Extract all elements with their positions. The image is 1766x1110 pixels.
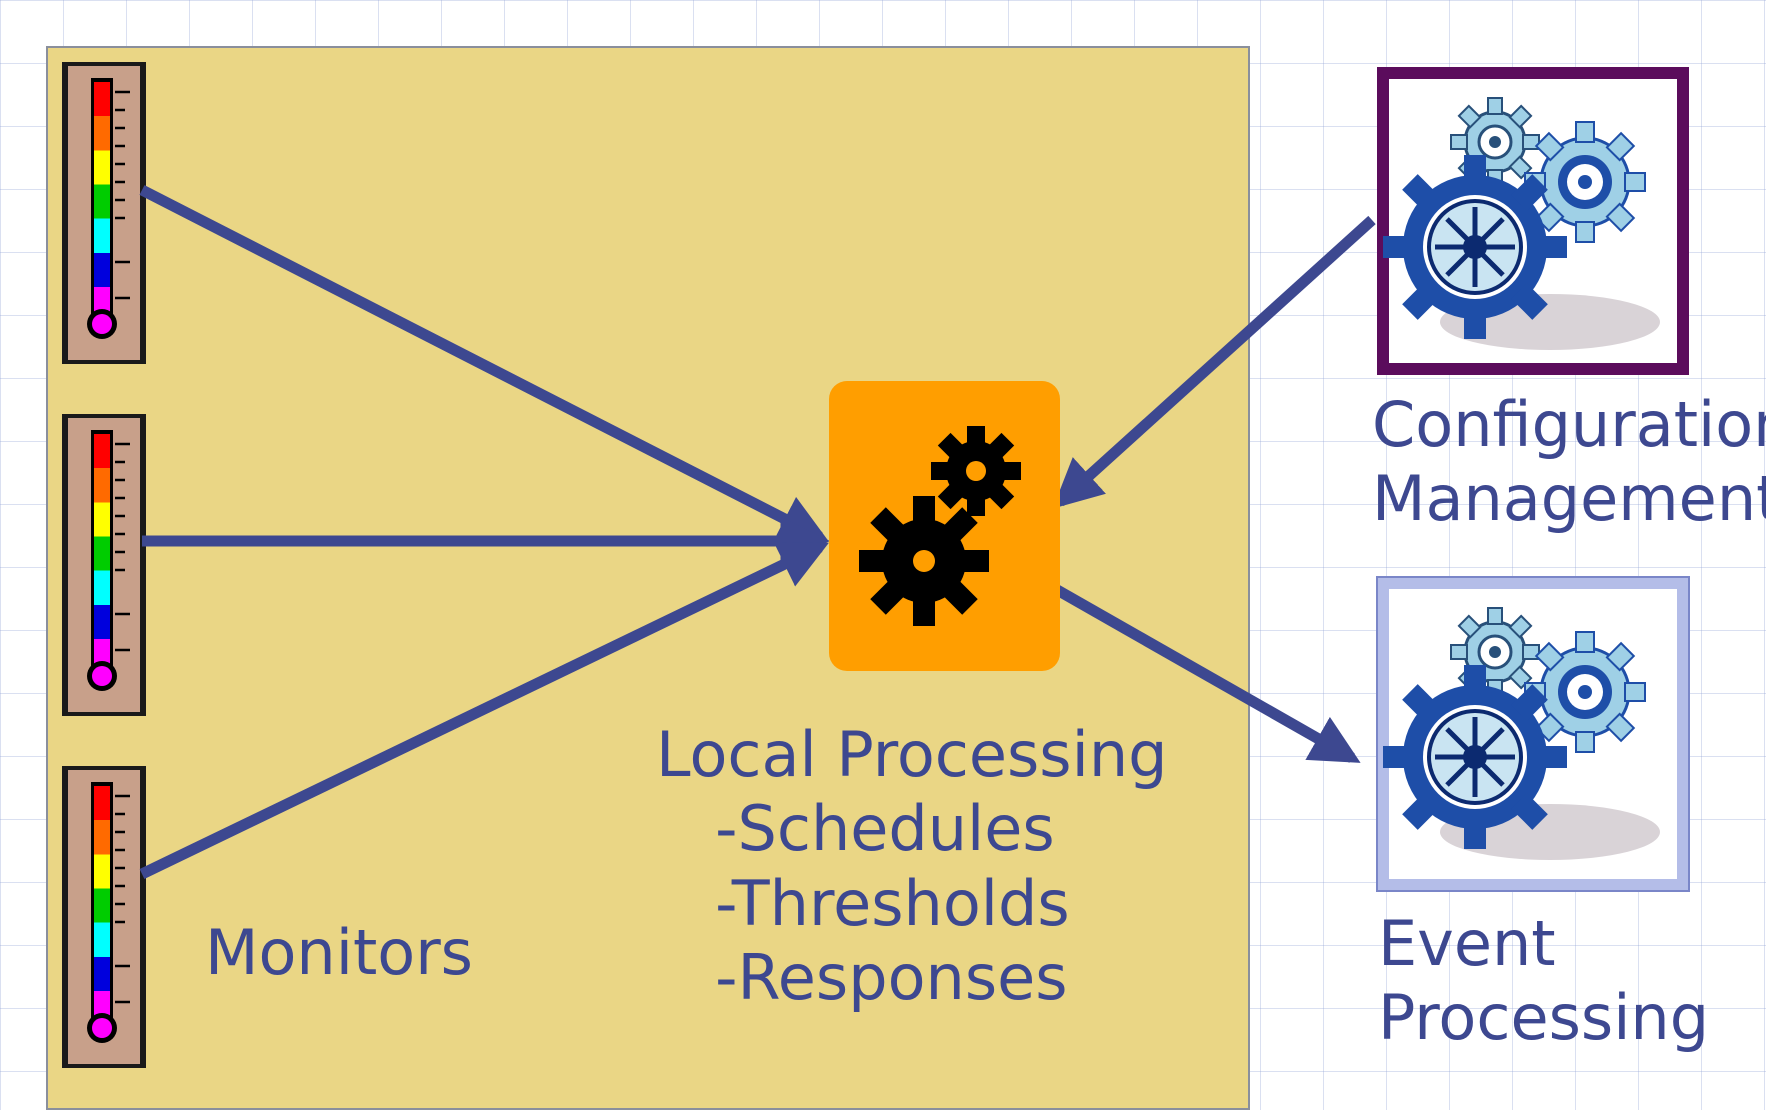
configuration-management-image (1377, 67, 1689, 375)
gear-icon (859, 426, 1021, 626)
local-processing-label: Local Processing -Schedules -Thresholds … (656, 718, 1168, 1015)
event-processing-image (1376, 576, 1690, 892)
thermometer-icon (60, 60, 148, 366)
flow-arrow-monitor-1 (139, 185, 829, 542)
flow-arrow-monitor-3 (139, 541, 829, 879)
flow-arrow-config (1052, 215, 1376, 509)
thermometer-icon (60, 764, 148, 1070)
flow-arrow-event (1049, 582, 1361, 763)
monitors-label: Monitors (205, 916, 473, 989)
local-processing-box (829, 381, 1060, 671)
event-processing-label: Event Processing (1378, 907, 1710, 1055)
thermometer-icon (60, 412, 148, 718)
configuration-management-label: Configuration Management (1372, 388, 1766, 536)
